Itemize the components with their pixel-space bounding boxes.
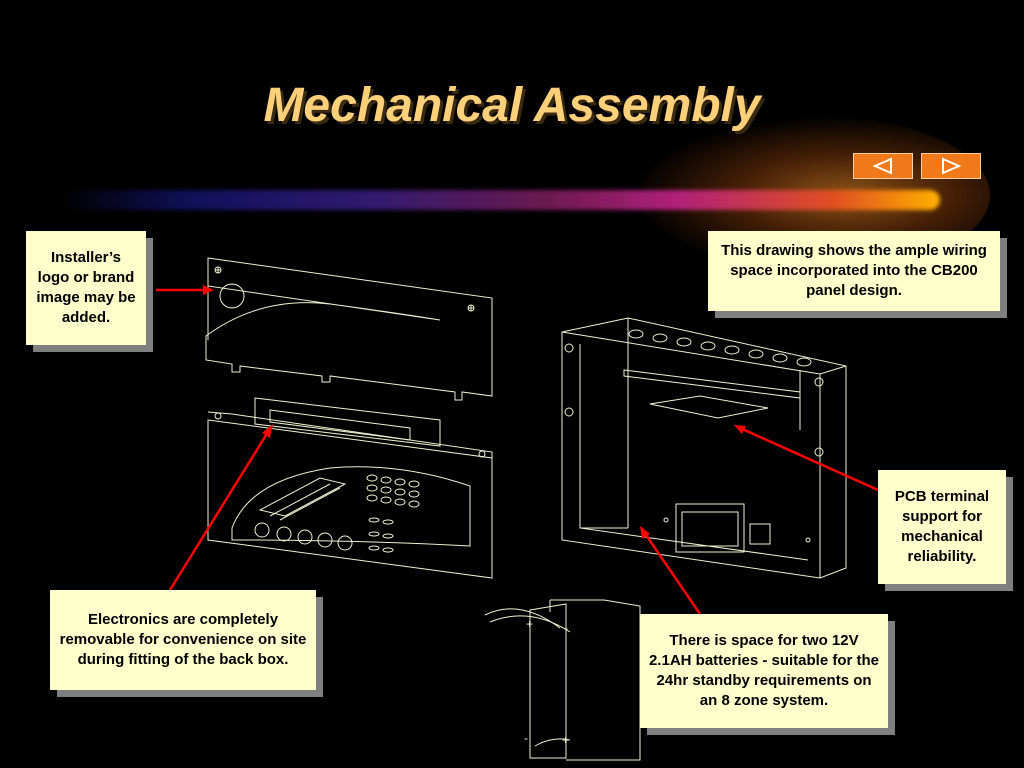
- svg-text:-: -: [524, 731, 528, 745]
- wiring-note-callout: This drawing shows the ample wiring spac…: [708, 231, 1000, 311]
- logo-note-callout: Installer’s logo or brand image may be a…: [26, 231, 146, 345]
- slide-title: Mechanical Assembly: [263, 79, 761, 132]
- svg-text:+: +: [526, 617, 533, 631]
- electronics-note-callout: Electronics are completely removable for…: [50, 590, 316, 690]
- arrow-electronics: [168, 431, 270, 591]
- triangle-right-icon: [942, 157, 962, 175]
- next-slide-button[interactable]: [921, 153, 981, 179]
- triangle-left-icon: [872, 157, 892, 175]
- arrow-battery-space: [642, 531, 702, 615]
- arrow-pcb: [739, 426, 879, 492]
- pcb-note-callout: PCB terminal support for mechanical reli…: [878, 470, 1006, 584]
- electronics-panel-drawing: [207, 397, 493, 579]
- front-cover-drawing: [205, 257, 493, 401]
- battery-note-callout: There is space for two 12V 2.1AH batteri…: [640, 614, 888, 728]
- previous-slide-button[interactable]: [853, 153, 913, 179]
- back-box-drawing: [561, 317, 847, 579]
- gradient-streak-decoration: [60, 190, 940, 210]
- svg-text:+: +: [562, 733, 569, 747]
- svg-text:-: -: [564, 621, 568, 635]
- batteries-drawing: [484, 599, 641, 761]
